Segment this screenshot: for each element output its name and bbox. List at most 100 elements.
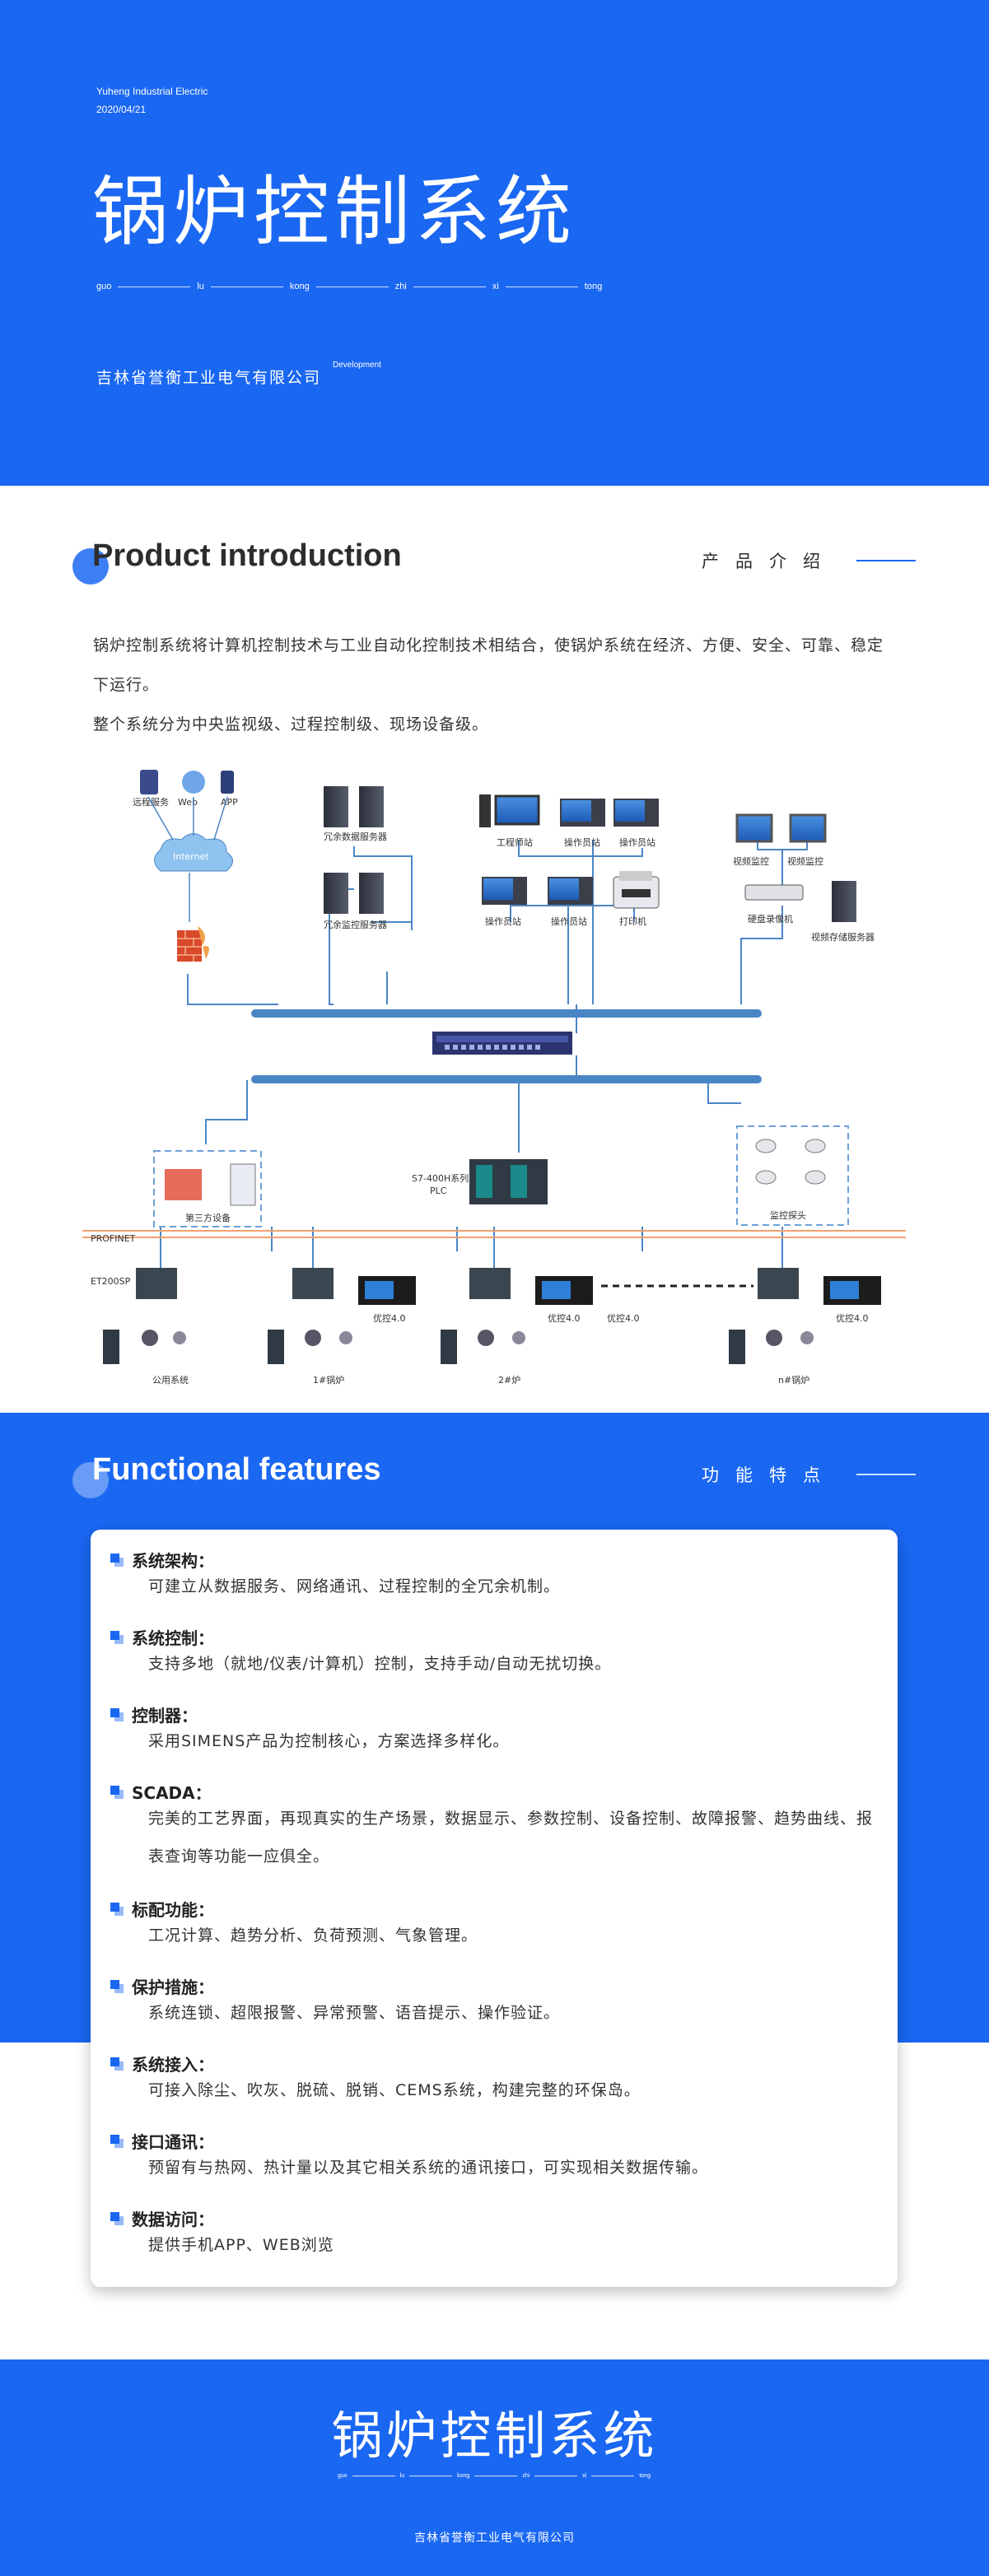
remote-services: 远程服务 Web APP Internet [133, 770, 238, 962]
features-heading-cn: 功能特点 [702, 1465, 837, 1485]
pinyin-syllable: xi [582, 2473, 587, 2479]
pinyin-syllable: guo [96, 282, 112, 291]
control-bus [251, 1075, 762, 1083]
hero-pinyin: guo lu kong zhi xi tong [96, 282, 602, 291]
label-op-station-1: 操作员站 [564, 836, 600, 848]
feature-title: 系统接入： [132, 2055, 214, 2075]
operator-station-2: 操作员站 [613, 799, 659, 848]
dvr: 硬盘录像机 [744, 884, 804, 925]
field-station-boilern: 优控4.0 n#锅炉 [729, 1268, 881, 1386]
pinyin-syllable: lu [197, 282, 204, 291]
label-redundant-mon: 冗余监控服务器 [324, 919, 387, 930]
label-common: 公用系统 [152, 1375, 189, 1386]
label-op-station-4: 操作员站 [551, 915, 587, 927]
feature-desc: 可接入除尘、吹灰、脱硫、脱销、CEMS系统，构建完整的环保岛。 [148, 2081, 641, 2099]
feature-desc: 系统连锁、超限报警、异常预警、语音提示、操作验证。 [148, 2004, 561, 2022]
label-op-station-2: 操作员站 [619, 836, 655, 848]
label-video-storage: 视频存储服务器 [811, 931, 875, 943]
field-station-boiler2: 优控4.0 2#炉 [441, 1268, 593, 1386]
square-bullet-icon [110, 2211, 124, 2225]
square-bullet-icon [110, 1707, 124, 1721]
system-architecture-diagram: 远程服务 Web APP Internet 冗余数据服务器 冗余监控服务器 工程… [82, 770, 906, 1386]
feature-desc: 工况计算、趋势分析、负荷预测、气象管理。 [148, 1926, 478, 1945]
square-bullet-icon [110, 1979, 124, 1993]
feature-desc: 采用SIMENS产品为控制核心，方案选择多样化。 [148, 1732, 510, 1750]
label-dvr: 硬盘录像机 [748, 913, 793, 925]
label-hmi-3: 优控4.0 [836, 1312, 869, 1324]
company-name-cn: 吉林省誉衡工业电气有限公司 [96, 369, 322, 387]
footer-title: 锅炉控制系统 [331, 2406, 658, 2466]
heading-rule [856, 1474, 916, 1475]
square-bullet-icon [110, 2057, 124, 2071]
feature-desc: 可建立从数据服务、网络通讯、过程控制的全冗余机制。 [148, 1577, 561, 1595]
intro-section-header: Product introduction 产品介绍 [0, 524, 989, 585]
intro-heading-cn: 产品介绍 [702, 552, 837, 571]
decor-circle [72, 548, 109, 585]
label-boiler-2: 2#炉 [498, 1375, 520, 1386]
feature-title: 数据访问： [132, 2210, 214, 2229]
dev-label: Development [333, 361, 381, 370]
square-bullet-icon [110, 1902, 124, 1916]
date: 2020/04/21 [96, 104, 147, 115]
label-app: APP [221, 797, 238, 808]
intro-heading-en: Product introduction [92, 538, 402, 573]
label-plc-2: PLC [430, 1186, 447, 1196]
label-boiler-n: n#锅炉 [778, 1375, 809, 1386]
square-bullet-icon [110, 1553, 124, 1567]
intro-text: 锅炉控制系统将计算机控制技术与工业自动化控制技术相结合，使锅炉系统在经济、方便、… [93, 626, 884, 744]
pinyin-syllable: tong [584, 282, 603, 291]
feature-title: 标配功能： [132, 1900, 214, 1920]
label-hmi-4: 优控4.0 [607, 1312, 640, 1324]
intro-paragraph: 整个系统分为中央监视级、过程控制级、现场设备级。 [93, 715, 489, 734]
label-camera: 监控探头 [770, 1209, 806, 1221]
label-third-party: 第三方设备 [185, 1212, 231, 1223]
video-monitor-1: 视频监控 [733, 813, 773, 867]
field-station-boiler1: 优控4.0 1#锅炉 [268, 1268, 416, 1386]
feature-title: 控制器： [132, 1706, 198, 1726]
feature-title: 接口通讯： [132, 2132, 214, 2152]
pinyin-syllable: lu [399, 2473, 405, 2479]
ethernet-bus [251, 1009, 762, 1018]
heading-rule [856, 560, 916, 561]
third-party-equipment: 第三方设备 [153, 1150, 262, 1227]
square-bullet-icon [110, 2134, 124, 2148]
feature-title: 系统控制： [132, 1628, 214, 1648]
engineer-station: 工程师站 [479, 794, 540, 848]
pinyin-syllable: kong [457, 2473, 470, 2479]
feature-desc: 支持多地（就地/仪表/计算机）控制，支持手动/自动无扰切换。 [148, 1655, 612, 1673]
pinyin-syllable: guo [338, 2473, 348, 2479]
field-station-common: 公用系统 [103, 1268, 189, 1386]
operator-station-4: 操作员站 [548, 877, 593, 927]
pinyin-syllable: kong [289, 282, 310, 291]
pinyin-syllable: zhi [394, 282, 407, 291]
footer-pinyin: guo lu kong zhi xi tong [338, 2473, 651, 2479]
company-name-en: Yuheng Industrial Electric [96, 86, 208, 97]
label-et200sp: ET200SP [91, 1276, 131, 1287]
feature-title: 系统架构： [132, 1551, 214, 1571]
label-internet: Internet [173, 851, 209, 862]
printer: 打印机 [613, 871, 660, 927]
features-heading-en: Functional features [92, 1452, 381, 1487]
label-printer: 打印机 [619, 915, 646, 927]
square-bullet-icon [110, 1785, 124, 1799]
label-hmi-2: 优控4.0 [548, 1312, 581, 1324]
network-switch [432, 1032, 572, 1055]
operator-station-3: 操作员站 [482, 877, 527, 927]
pinyin-syllable: xi [492, 282, 499, 291]
label-video-2: 视频监控 [787, 855, 823, 867]
label-redundant-db: 冗余数据服务器 [324, 831, 387, 842]
firewall-icon [177, 926, 209, 962]
hero-title: 锅炉控制系统 [92, 168, 577, 256]
surveillance-cameras: 监控探头 [736, 1125, 849, 1226]
square-bullet-icon [110, 1630, 124, 1644]
video-monitor-2: 视频监控 [787, 813, 827, 867]
footer-banner: 锅炉控制系统 guo lu kong zhi xi tong 吉林省誉衡工业电气… [0, 2359, 989, 2576]
decor-circle [72, 1462, 109, 1498]
label-hmi-1: 优控4.0 [373, 1312, 406, 1324]
redundant-db-servers: 冗余数据服务器 [324, 786, 387, 842]
feature-desc: 完美的工艺界面，再现真实的生产场景，数据显示、参数控制、设备控制、故障报警、趋势… [148, 1810, 874, 1866]
label-profinet: PROFINET [91, 1233, 136, 1244]
intro-paragraph: 锅炉控制系统将计算机控制技术与工业自动化控制技术相结合，使锅炉系统在经济、方便、… [93, 636, 884, 694]
hero-banner: Yuheng Industrial Electric 2020/04/21 锅炉… [0, 0, 989, 486]
label-web: Web [178, 797, 198, 808]
